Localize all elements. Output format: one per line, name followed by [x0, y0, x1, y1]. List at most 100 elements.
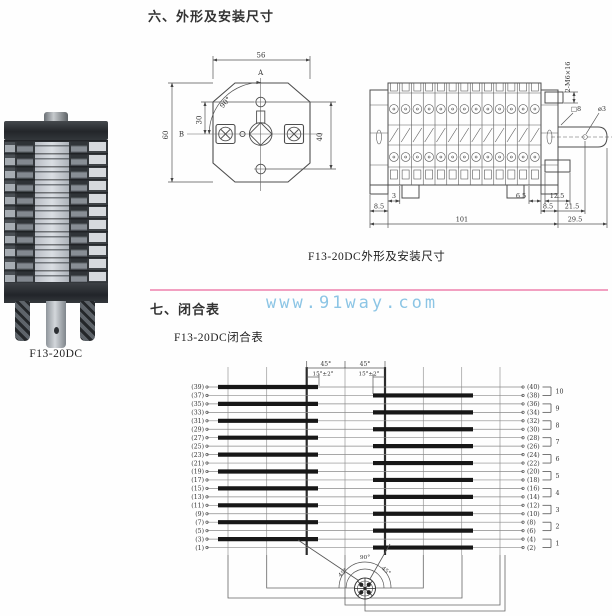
row-left-label: (3) [195, 536, 204, 543]
row-left-label: (25) [191, 443, 204, 450]
terminal-notch-bottom [531, 169, 539, 180]
terminal-notch-top [531, 82, 539, 92]
terminal-screw-top [424, 104, 434, 114]
row-left-label: (39) [191, 384, 204, 391]
terminal-screw-bottom [447, 152, 458, 162]
closure-rows: (39)(40)(37)(38)(35)(36)(33)(34)(31)(32)… [191, 384, 539, 552]
terminal-screw-top [506, 104, 517, 114]
row-right-label: (30) [527, 426, 540, 433]
terminal-screw-bottom [400, 152, 411, 162]
side-view-drawing: 2-M6×16 □8 ø3 3 6.5 12.5 8.5 8.5 21.5 10… [369, 62, 612, 228]
side-dimension-texts: 2-M6×16 □8 ø3 3 6.5 12.5 8.5 8.5 21.5 10… [374, 62, 606, 224]
angle-45-left: 45° [320, 361, 331, 368]
terminal-screw-top [400, 104, 411, 114]
row-left-label: (7) [195, 519, 204, 526]
closure-table-diagram: (39)(40)(37)(38)(35)(36)(33)(34)(31)(32)… [191, 361, 564, 612]
photo-shaft [46, 301, 66, 348]
row-right-label: (8) [527, 519, 536, 526]
terminal-notch-top [519, 82, 527, 92]
group-number: 8 [556, 422, 560, 429]
dial-angle-45-left: 45° [338, 568, 350, 579]
side-body-outline [369, 82, 608, 199]
terminal-screw-top [530, 104, 540, 114]
terminal-screw-top [471, 104, 481, 114]
group-number: 10 [556, 389, 564, 396]
row-right-label: (38) [527, 393, 540, 400]
photo-bottom-cap [4, 283, 108, 303]
watermark: www.91way.com [266, 293, 439, 313]
row-left-label: (17) [191, 477, 204, 484]
row-right-label: (24) [527, 452, 540, 459]
dim-29-5: 29.5 [568, 216, 582, 224]
photo-body [4, 140, 108, 284]
terminal-notch-bottom [413, 169, 422, 180]
closure-return-loops [227, 555, 506, 612]
angle-45-right: 45° [360, 361, 371, 368]
closure-dial-arcs [338, 561, 392, 589]
row-left-label: (21) [191, 460, 204, 467]
terminal-notch-top [437, 82, 445, 92]
dim-30: 30 [196, 116, 204, 125]
terminal-screw-bottom [518, 152, 528, 162]
photo-row-separators [4, 140, 108, 284]
terminal-notch-bottom [507, 169, 516, 180]
product-label: F13-20DC [29, 348, 83, 360]
dim-hole3: ø3 [598, 105, 606, 113]
tolerance-left: 15°±2° [313, 372, 334, 378]
row-left-label: (23) [191, 452, 204, 459]
row-left-label: (9) [195, 511, 204, 518]
terminal-notch-top [495, 82, 504, 92]
dim-stud: 2-M6×16 [564, 62, 572, 93]
terminal-screw-top [459, 104, 470, 114]
terminal-notch-bottom [472, 169, 480, 180]
row-right-label: (16) [527, 486, 540, 493]
row-left-label: (11) [191, 503, 204, 510]
group-number: 3 [556, 507, 560, 514]
label-b: B [179, 131, 184, 139]
row-right-label: (2) [527, 545, 536, 552]
terminal-screw-bottom [412, 152, 423, 162]
row-left-label: (33) [191, 410, 204, 417]
row-right-label: (26) [527, 443, 540, 450]
row-right-label: (4) [527, 536, 536, 543]
terminal-screw-bottom [424, 152, 434, 162]
row-left-label: (37) [191, 393, 204, 400]
terminal-screw-bottom [530, 152, 540, 162]
dim-8-5-left: 8.5 [374, 203, 384, 211]
terminal-notch-top [425, 82, 433, 92]
dim-8-5-right: 8.5 [543, 203, 553, 211]
dim-3: 3 [392, 192, 396, 200]
terminal-notch-bottom [437, 169, 445, 180]
section6-title: 六、外形及安装尺寸 [148, 9, 275, 24]
group-number: 1 [556, 541, 560, 548]
group-number: 2 [556, 524, 560, 531]
dim-12-5: 12.5 [550, 192, 564, 200]
row-right-label: (12) [527, 503, 540, 510]
terminal-notch-bottom [495, 169, 504, 180]
dial-angle-45-right: 45° [380, 566, 392, 577]
row-right-label: (40) [527, 384, 540, 391]
label-a: A [257, 69, 264, 77]
front-dimension-lines [168, 56, 336, 183]
section7-title: 七、闭合表 [150, 302, 221, 317]
group-number: 9 [556, 405, 560, 412]
terminal-screw-bottom [436, 152, 446, 162]
side-dimension-lines [369, 91, 608, 228]
row-left-label: (5) [195, 528, 204, 535]
terminal-notch-bottom [448, 169, 457, 180]
dim-60: 60 [162, 131, 170, 140]
terminal-notch-bottom [425, 169, 433, 180]
row-right-label: (22) [527, 460, 540, 467]
terminal-notch-top [401, 82, 410, 92]
terminal-notch-bottom [484, 169, 492, 180]
photo-left-screw-leg [15, 301, 30, 341]
terminal-notch-bottom [519, 169, 527, 180]
terminal-screw-top [494, 104, 505, 114]
terminal-screw-top [389, 104, 399, 114]
row-left-label: (1) [195, 545, 204, 552]
terminal-notch-bottom [401, 169, 410, 180]
row-right-label: (36) [527, 401, 540, 408]
terminal-screw-bottom [459, 152, 470, 162]
